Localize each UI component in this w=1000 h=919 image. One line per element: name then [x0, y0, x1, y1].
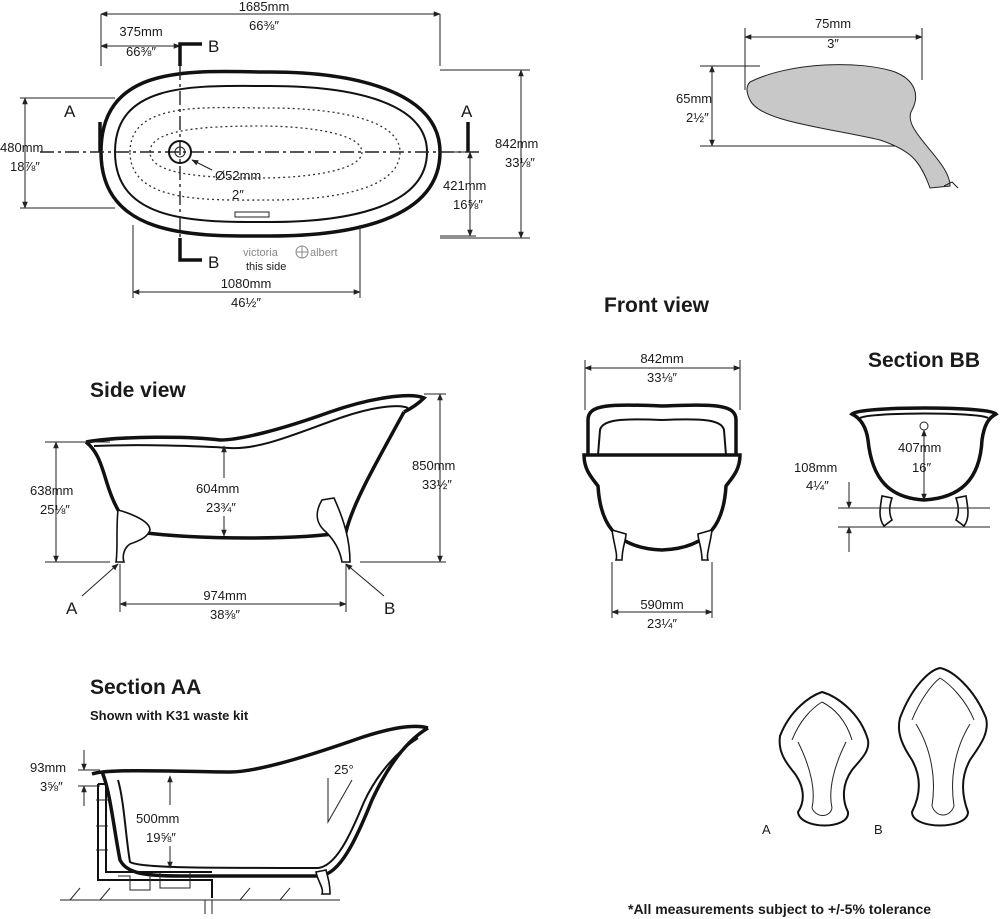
side-view: Side view 638mm 25⅛″ 604mm 23¾″ 850mm 33… [30, 379, 455, 622]
top-floor-dashed [149, 125, 363, 179]
top-view: 1685mm 66⅜″ 375mm 66⅜″ B B A A Ø52mm 2″ [0, 0, 538, 310]
side-rim-in: 25⅛″ [40, 502, 70, 517]
section-aa-subtitle: Shown with K31 waste kit [90, 708, 249, 723]
top-offset-mm: 375mm [119, 24, 162, 39]
front-width-in: 33⅛″ [647, 370, 677, 385]
section-bb-base-in: 4¼″ [806, 478, 829, 493]
side-foot-left [115, 509, 151, 563]
foot-b-outline [898, 666, 988, 827]
waste-kit-pipe [97, 783, 213, 898]
side-height-mm: 850mm [412, 458, 455, 473]
front-feet-in: 23¼″ [647, 616, 677, 631]
section-a-right-label: A [461, 102, 473, 121]
side-body [84, 411, 406, 540]
front-view: Front view 842mm 33⅛″ 590mm 23¼″ [582, 294, 742, 631]
rim-detail: 75mm 3″ 65mm 2½″ [676, 16, 959, 189]
front-foot-right [697, 528, 713, 561]
section-aa-body [100, 726, 429, 878]
section-aa-title: Section AA [90, 676, 201, 699]
top-bowl-dashed [129, 106, 401, 201]
rim-profile [746, 64, 951, 189]
section-bb-base-mm: 108mm [794, 460, 837, 475]
section-a-left-label: A [64, 102, 76, 121]
rim-depth-in: 3″ [827, 36, 839, 51]
rim-depth-mm: 75mm [815, 16, 851, 31]
section-aa-depth-in: 19⅝″ [146, 830, 176, 845]
rim-height-mm: 65mm [676, 91, 712, 106]
section-aa-angle: 25° [334, 762, 354, 777]
section-bb-foot-right [954, 495, 969, 528]
side-label-b: B [384, 599, 395, 618]
top-inner-mm: 480mm [0, 140, 43, 155]
side-foot-right [316, 497, 351, 563]
foot-a-outline [778, 690, 870, 827]
top-offset-in: 66⅜″ [126, 44, 156, 59]
section-bb-inner-in: 16″ [912, 460, 931, 475]
side-depth-mm: 604mm [196, 481, 239, 496]
brand-albert: albert [310, 247, 338, 259]
section-aa-depth-mm: 500mm [136, 811, 179, 826]
front-feet-mm: 590mm [640, 597, 683, 612]
front-width-mm: 842mm [640, 351, 683, 366]
section-b-bottom-label: B [208, 253, 219, 272]
section-bb: Section BB 407mm 16″ 108mm 4¼″ [794, 349, 999, 552]
top-base-in: 46½″ [231, 295, 261, 310]
side-rim-mm: 638mm [30, 483, 73, 498]
front-backrest [586, 403, 738, 455]
side-rim [85, 393, 428, 444]
side-height-in: 33½″ [422, 477, 452, 492]
waste-outlet-icon [168, 140, 192, 164]
top-width-in: 33⅛″ [505, 155, 535, 170]
foot-a-label: A [762, 822, 771, 837]
overflow-slot [234, 211, 270, 218]
section-aa: Section AA Shown with K31 waste kit 93mm… [30, 676, 429, 914]
top-inner-rim [113, 84, 429, 224]
foot-b-label: B [874, 822, 883, 837]
top-length-mm: 1685mm [239, 0, 290, 14]
side-feet-in: 38⅜″ [210, 607, 240, 622]
section-aa-foot [315, 869, 331, 895]
section-aa-rim-mm: 93mm [30, 760, 66, 775]
side-depth-in: 23¾″ [206, 500, 236, 515]
side-label-a: A [66, 599, 78, 618]
section-bb-waste-icon [919, 421, 929, 431]
side-view-title: Side view [90, 379, 186, 402]
section-bb-title: Section BB [868, 349, 980, 372]
top-half-mm: 421mm [443, 178, 486, 193]
brand-note: this side [246, 261, 286, 273]
top-base-mm: 1080mm [221, 276, 272, 291]
tolerance-footnote: *All measurements subject to +/-5% toler… [628, 901, 931, 917]
top-inner-in: 18⅞″ [10, 159, 40, 174]
side-feet-mm: 974mm [203, 588, 246, 603]
top-length-in: 66⅜″ [249, 18, 279, 33]
rim-height-in: 2½″ [686, 110, 709, 125]
section-aa-rim-in: 3⅝″ [40, 779, 63, 794]
waste-size-in: 2″ [232, 187, 244, 202]
section-bb-body [849, 406, 999, 502]
front-view-title: Front view [604, 294, 710, 317]
top-half-in: 16⅝″ [453, 197, 483, 212]
brand-victoria: victoria [243, 247, 279, 259]
section-bb-foot-left [879, 495, 894, 528]
section-aa-rim [91, 724, 429, 776]
front-foot-left [611, 528, 627, 561]
front-body [582, 453, 742, 552]
feet-detail: A B [762, 666, 988, 837]
section-bb-inner-mm: 407mm [898, 440, 941, 455]
waste-size-mm: Ø52mm [215, 168, 261, 183]
section-b-top-label: B [208, 37, 219, 56]
top-width-mm: 842mm [495, 136, 538, 151]
